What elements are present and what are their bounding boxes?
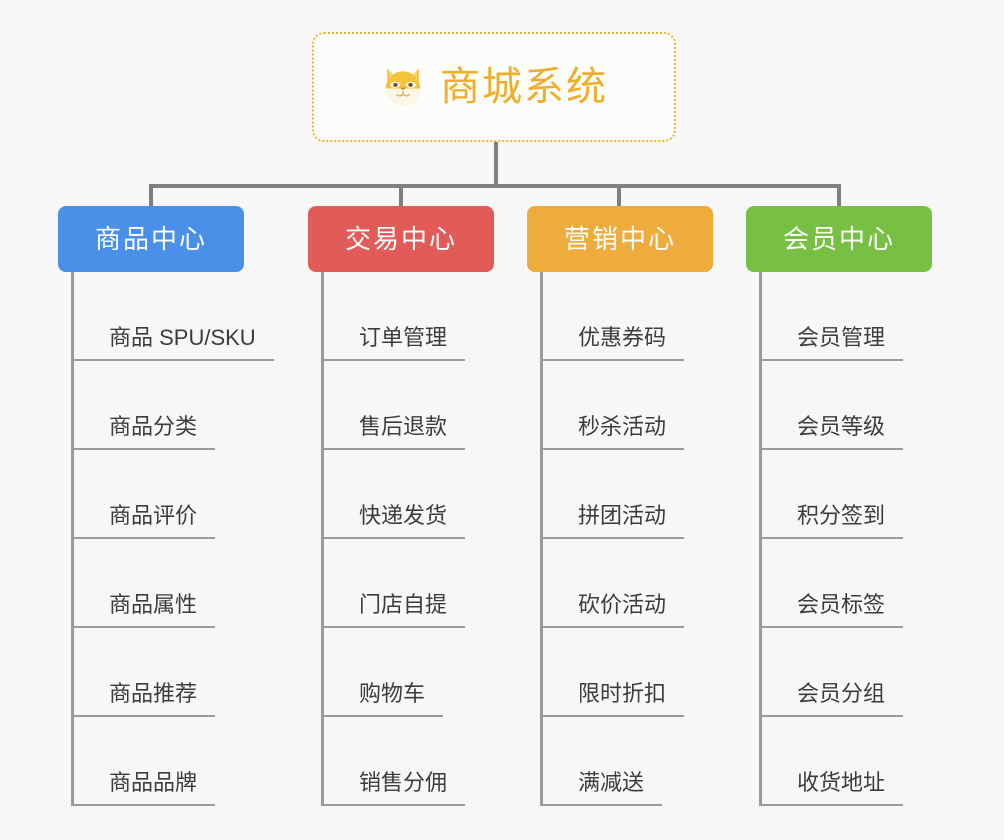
- root-title-label: 商城系统: [440, 65, 608, 109]
- leaf-item[interactable]: 会员等级: [759, 361, 903, 450]
- leaf-item-label: 购物车: [359, 681, 426, 706]
- leaf-item-label: 商品 SPU/SKU: [109, 325, 256, 350]
- root-node-商城系统[interactable]: 商城系统: [312, 32, 676, 142]
- leaf-item-label: 商品分类: [109, 414, 198, 439]
- leaf-item-label: 商品评价: [109, 503, 198, 528]
- connector-drop-3: [617, 184, 621, 208]
- leaf-item-underline: [321, 537, 465, 539]
- column-rail: [540, 272, 543, 806]
- leaf-item-underline: [540, 715, 684, 717]
- leaf-item-underline: [540, 359, 684, 361]
- column-rail: [321, 272, 324, 806]
- leaf-item-label: 优惠券码: [578, 325, 667, 350]
- leaf-item[interactable]: 会员管理: [759, 272, 903, 361]
- leaf-item[interactable]: 商品评价: [71, 450, 215, 539]
- leaf-item-label: 售后退款: [359, 414, 448, 439]
- leaf-item-label: 收货地址: [797, 770, 886, 795]
- leaf-item-underline: [321, 626, 465, 628]
- category-box-1[interactable]: 商品中心: [58, 206, 244, 272]
- leaf-item[interactable]: 拼团活动: [540, 450, 684, 539]
- category-box-2[interactable]: 交易中心: [308, 206, 494, 272]
- leaf-item-underline: [321, 804, 465, 806]
- category-label-1: 商品中心: [94, 224, 207, 254]
- leaf-item-label: 商品推荐: [109, 681, 198, 706]
- leaf-item-label: 商品品牌: [109, 770, 198, 795]
- leaf-item-underline: [759, 537, 903, 539]
- category-label-3: 营销中心: [563, 224, 676, 254]
- leaf-item-underline: [71, 804, 215, 806]
- leaf-item[interactable]: 秒杀活动: [540, 361, 684, 450]
- category-box-3[interactable]: 营销中心: [527, 206, 713, 272]
- leaf-item[interactable]: 门店自提: [321, 539, 465, 628]
- leaf-item-label: 快递发货: [359, 503, 448, 528]
- leaf-item-underline: [759, 448, 903, 450]
- leaf-item-underline: [759, 804, 903, 806]
- leaf-item-label: 满减送: [578, 770, 645, 795]
- leaf-item-underline: [321, 448, 465, 450]
- leaf-item[interactable]: 商品品牌: [71, 717, 215, 806]
- leaf-item-underline: [71, 537, 215, 539]
- leaf-item-underline: [71, 448, 215, 450]
- leaf-item-underline: [759, 715, 903, 717]
- leaf-item[interactable]: 快递发货: [321, 450, 465, 539]
- connector-drop-1: [149, 184, 153, 208]
- leaf-item-label: 砍价活动: [578, 592, 667, 617]
- leaf-item-underline: [540, 448, 684, 450]
- leaf-item[interactable]: 商品推荐: [71, 628, 215, 717]
- leaf-item[interactable]: 订单管理: [321, 272, 465, 361]
- leaf-item[interactable]: 商品分类: [71, 361, 215, 450]
- leaf-item-underline: [321, 715, 443, 717]
- connector-horizontal-bus: [149, 184, 841, 188]
- leaf-item-label: 限时折扣: [578, 681, 667, 706]
- leaf-item-underline: [540, 537, 684, 539]
- connector-drop-2: [399, 184, 403, 208]
- leaf-item[interactable]: 会员标签: [759, 539, 903, 628]
- leaf-item-underline: [759, 626, 903, 628]
- leaf-item[interactable]: 砍价活动: [540, 539, 684, 628]
- leaf-item[interactable]: 满减送: [540, 717, 662, 806]
- category-box-4[interactable]: 会员中心: [746, 206, 932, 272]
- leaf-item-underline: [71, 359, 274, 361]
- leaf-item-label: 会员分组: [797, 681, 886, 706]
- connector-root-stem: [494, 142, 498, 186]
- leaf-item-underline: [71, 626, 215, 628]
- leaf-item[interactable]: 售后退款: [321, 361, 465, 450]
- leaf-item-label: 秒杀活动: [578, 414, 667, 439]
- leaf-item[interactable]: 销售分佣: [321, 717, 465, 806]
- leaf-item[interactable]: 收货地址: [759, 717, 903, 806]
- category-label-2: 交易中心: [344, 224, 457, 254]
- leaf-item-label: 订单管理: [359, 325, 448, 350]
- leaf-item[interactable]: 会员分组: [759, 628, 903, 717]
- leaf-item-underline: [540, 626, 684, 628]
- leaf-item[interactable]: 商品属性: [71, 539, 215, 628]
- leaf-item[interactable]: 优惠券码: [540, 272, 684, 361]
- leaf-item-label: 商品属性: [109, 592, 198, 617]
- leaf-item-underline: [540, 804, 662, 806]
- leaf-item[interactable]: 限时折扣: [540, 628, 684, 717]
- category-label-4: 会员中心: [782, 224, 895, 254]
- leaf-item[interactable]: 积分签到: [759, 450, 903, 539]
- column-rail: [759, 272, 762, 806]
- connector-drop-4: [837, 184, 841, 208]
- column-rail: [71, 272, 74, 806]
- leaf-item-underline: [71, 715, 215, 717]
- leaf-item[interactable]: 商品 SPU/SKU: [71, 272, 274, 361]
- leaf-item-label: 会员标签: [797, 592, 886, 617]
- leaf-item[interactable]: 购物车: [321, 628, 443, 717]
- leaf-item-label: 门店自提: [359, 592, 448, 617]
- dog-face-icon: [385, 68, 421, 106]
- leaf-item-underline: [759, 359, 903, 361]
- leaf-item-underline: [321, 359, 465, 361]
- leaf-item-label: 拼团活动: [578, 503, 667, 528]
- leaf-item-label: 销售分佣: [359, 770, 448, 795]
- leaf-item-label: 积分签到: [797, 503, 886, 528]
- leaf-item-label: 会员管理: [797, 325, 886, 350]
- leaf-item-label: 会员等级: [797, 414, 886, 439]
